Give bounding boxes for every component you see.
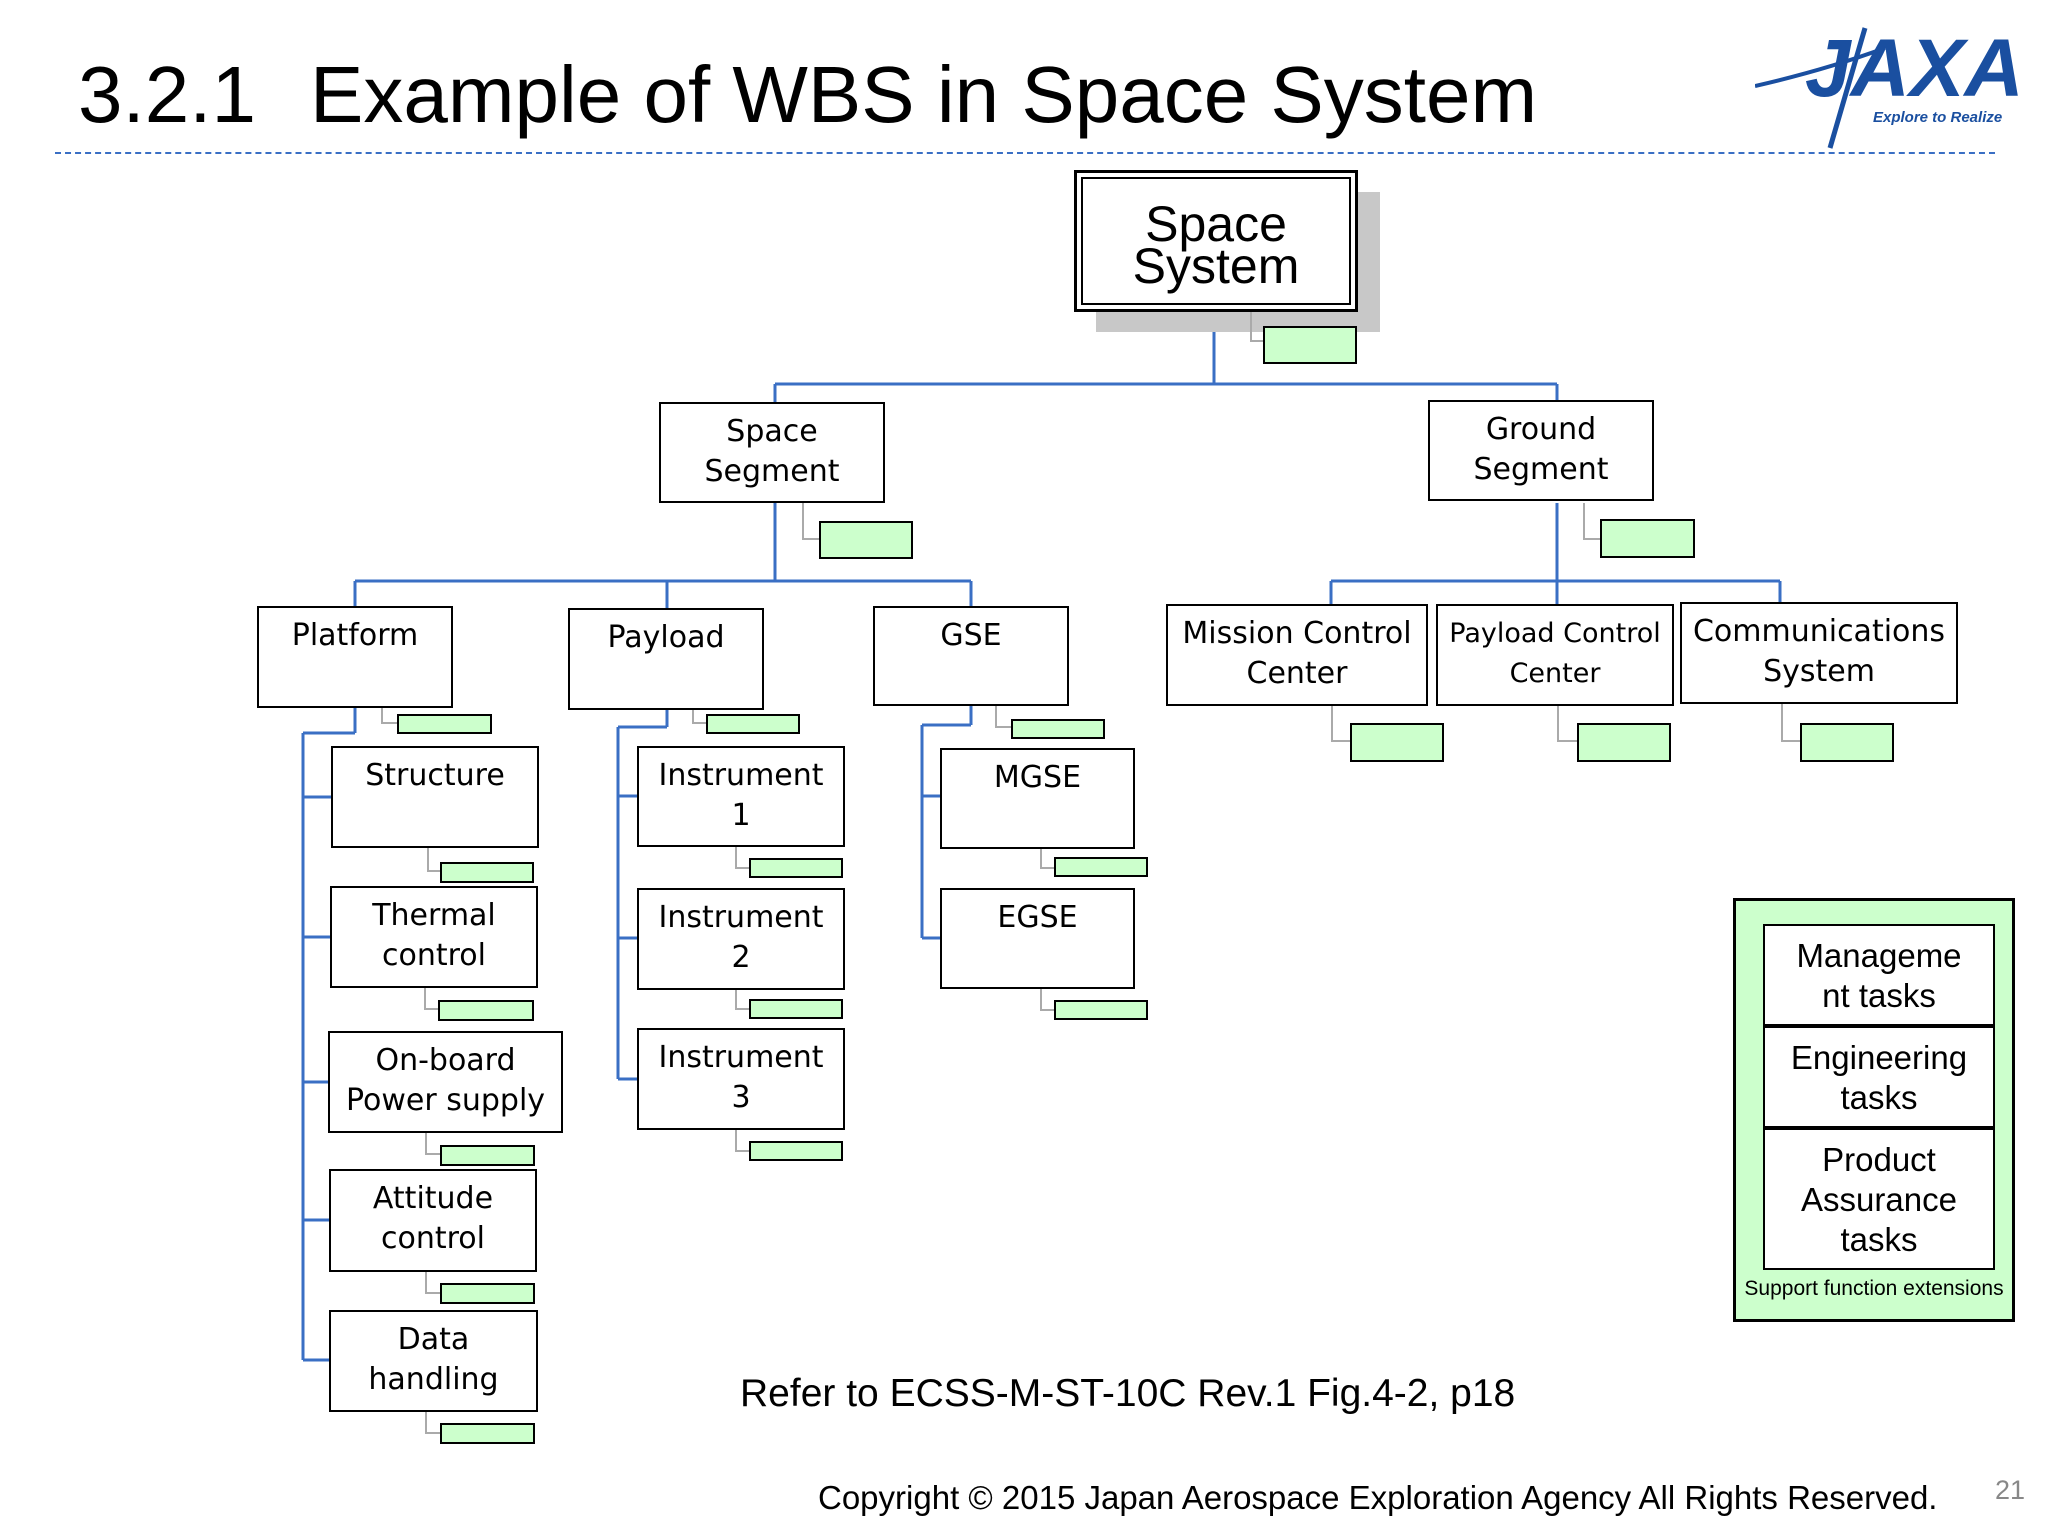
tag-connector bbox=[995, 706, 1013, 728]
node-attitude-control: Attitude control bbox=[329, 1169, 537, 1272]
legend-caption: Support function extensions bbox=[1744, 1277, 2004, 1300]
tag-data-handling bbox=[440, 1423, 535, 1444]
tag-connector bbox=[1781, 704, 1801, 742]
tag-space-segment bbox=[819, 521, 913, 559]
copyright-notice: Copyright © 2015 Japan Aerospace Explora… bbox=[818, 1479, 1938, 1516]
tag-structure bbox=[440, 862, 534, 883]
tag-connector bbox=[1250, 312, 1264, 342]
tag-connector bbox=[424, 988, 440, 1010]
legend-management-tasks: Manageme nt tasks bbox=[1763, 924, 1995, 1026]
node-egse: EGSE bbox=[940, 888, 1135, 989]
tag-communications-system bbox=[1800, 723, 1894, 762]
tag-instrument-1 bbox=[749, 858, 843, 878]
reference-note: Refer to ECSS-M-ST-10C Rev.1 Fig.4-2, p1… bbox=[740, 1372, 1516, 1415]
tag-connector bbox=[802, 503, 820, 540]
jaxa-logo: JAXA Explore to Realize bbox=[1755, 23, 2024, 149]
tag-connector bbox=[425, 1412, 441, 1434]
tag-instrument-3 bbox=[749, 1141, 843, 1161]
node-mission-control-center: Mission Control Center bbox=[1166, 604, 1428, 706]
node-onboard-power-supply: On-board Power supply bbox=[328, 1031, 563, 1133]
tag-connector bbox=[1040, 849, 1056, 869]
tag-egse bbox=[1054, 1000, 1148, 1020]
node-space-segment: Space Segment bbox=[659, 402, 885, 503]
logo-tagline: Explore to Realize bbox=[1873, 109, 2002, 126]
section-number: 3.2.1 bbox=[78, 50, 256, 139]
tag-connector bbox=[381, 708, 399, 724]
tag-ground-segment bbox=[1600, 519, 1695, 558]
tag-connector bbox=[425, 1133, 441, 1155]
tag-mission-control-center bbox=[1350, 723, 1444, 762]
tag-connector bbox=[425, 1272, 441, 1294]
node-instrument-1: Instrument 1 bbox=[637, 746, 845, 847]
legend-engineering-tasks: Engineering tasks bbox=[1763, 1026, 1995, 1128]
node-thermal-control: Thermal control bbox=[330, 886, 538, 988]
node-payload: Payload bbox=[568, 608, 764, 710]
tag-connector bbox=[1557, 706, 1579, 742]
tag-payload-control-center bbox=[1577, 723, 1671, 762]
node-structure: Structure bbox=[331, 746, 539, 848]
tag-platform bbox=[397, 714, 492, 734]
tag-connector bbox=[735, 990, 751, 1010]
node-communications-system: Communications System bbox=[1680, 602, 1958, 704]
title-divider bbox=[55, 152, 1995, 154]
node-payload-control-center: Payload Control Center bbox=[1436, 604, 1674, 706]
node-platform: Platform bbox=[257, 606, 453, 708]
node-instrument-3: Instrument 3 bbox=[637, 1028, 845, 1130]
tag-connector bbox=[1583, 503, 1601, 540]
tag-gse bbox=[1011, 719, 1105, 739]
tag-connector bbox=[427, 848, 441, 872]
legend-product-assurance-tasks: Product Assurance tasks bbox=[1763, 1128, 1995, 1270]
tag-thermal-control bbox=[438, 1000, 534, 1021]
tag-connector bbox=[1331, 706, 1351, 742]
node-mgse: MGSE bbox=[940, 748, 1135, 849]
tag-onboard-power-supply bbox=[440, 1145, 535, 1166]
node-instrument-2: Instrument 2 bbox=[637, 888, 845, 990]
logo-text: JAXA bbox=[1805, 23, 2024, 114]
page-number: 21 bbox=[1995, 1475, 2026, 1505]
node-space-system: Space System bbox=[1074, 170, 1358, 312]
node-gse: GSE bbox=[873, 606, 1069, 706]
tag-connector bbox=[692, 710, 708, 724]
node-data-handling: Data handling bbox=[329, 1310, 538, 1412]
node-ground-segment: Ground Segment bbox=[1428, 400, 1654, 501]
tag-connector bbox=[735, 847, 751, 869]
slide-title: 3.2.1 Example of WBS in Space System bbox=[78, 50, 1537, 140]
tag-connector bbox=[1040, 989, 1056, 1011]
title-text: Example of WBS in Space System bbox=[310, 50, 1538, 139]
tag-connector bbox=[735, 1130, 751, 1152]
support-function-legend: Manageme nt tasks Engineering tasks Prod… bbox=[1733, 898, 2015, 1322]
tag-instrument-2 bbox=[749, 999, 843, 1019]
tag-attitude-control bbox=[440, 1283, 535, 1304]
node-space-system-label: Space System bbox=[1081, 177, 1351, 305]
tag-payload bbox=[706, 714, 800, 734]
tag-space-system bbox=[1263, 326, 1357, 364]
tag-mgse bbox=[1054, 857, 1148, 877]
